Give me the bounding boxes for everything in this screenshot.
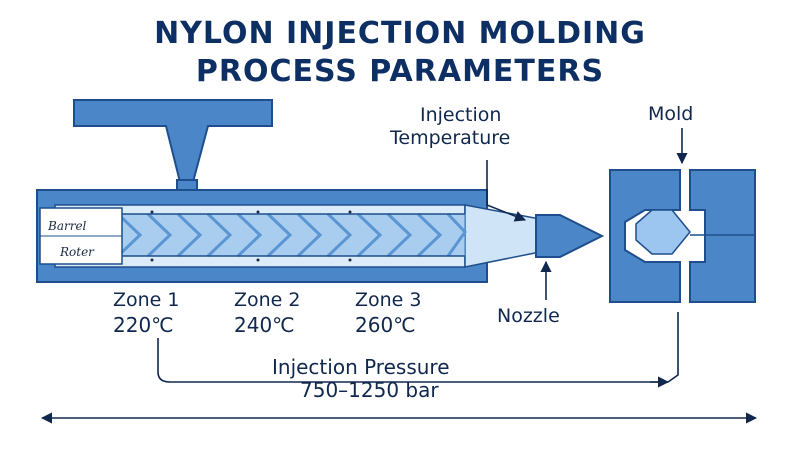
zone-1-name: Zone 1	[113, 289, 180, 311]
mold-icon	[609, 169, 756, 303]
rotor-label: Roter	[59, 245, 95, 259]
zone-3-name: Zone 3	[355, 289, 422, 311]
zone-2-temperature: 240℃	[234, 313, 295, 337]
hopper-icon	[73, 99, 273, 195]
injection-temperature-label-line-2: Temperature	[390, 127, 511, 149]
arrow-icon	[40, 128, 758, 424]
barrel-rotor-tag: Barrel Roter	[39, 207, 123, 265]
nozzle-icon	[535, 214, 605, 258]
pressure-range: 750–1250 bar	[300, 378, 439, 402]
nozzle-label: Nozzle	[497, 305, 560, 327]
title-line-1: NYLON INJECTION MOLDING	[154, 16, 646, 51]
title-line-2: PROCESS PARAMETERS	[195, 54, 605, 89]
barrel-label: Barrel	[47, 219, 87, 233]
injection-temperature-label-line-1: Injection	[420, 104, 502, 126]
zone-2-name: Zone 2	[234, 289, 301, 311]
screw-icon	[54, 210, 467, 262]
zone-3-temperature: 260℃	[355, 313, 416, 337]
zone-1-temperature: 220℃	[113, 313, 174, 337]
mold-label: Mold	[648, 103, 694, 125]
injection-pressure-label: Injection Pressure	[272, 355, 450, 379]
